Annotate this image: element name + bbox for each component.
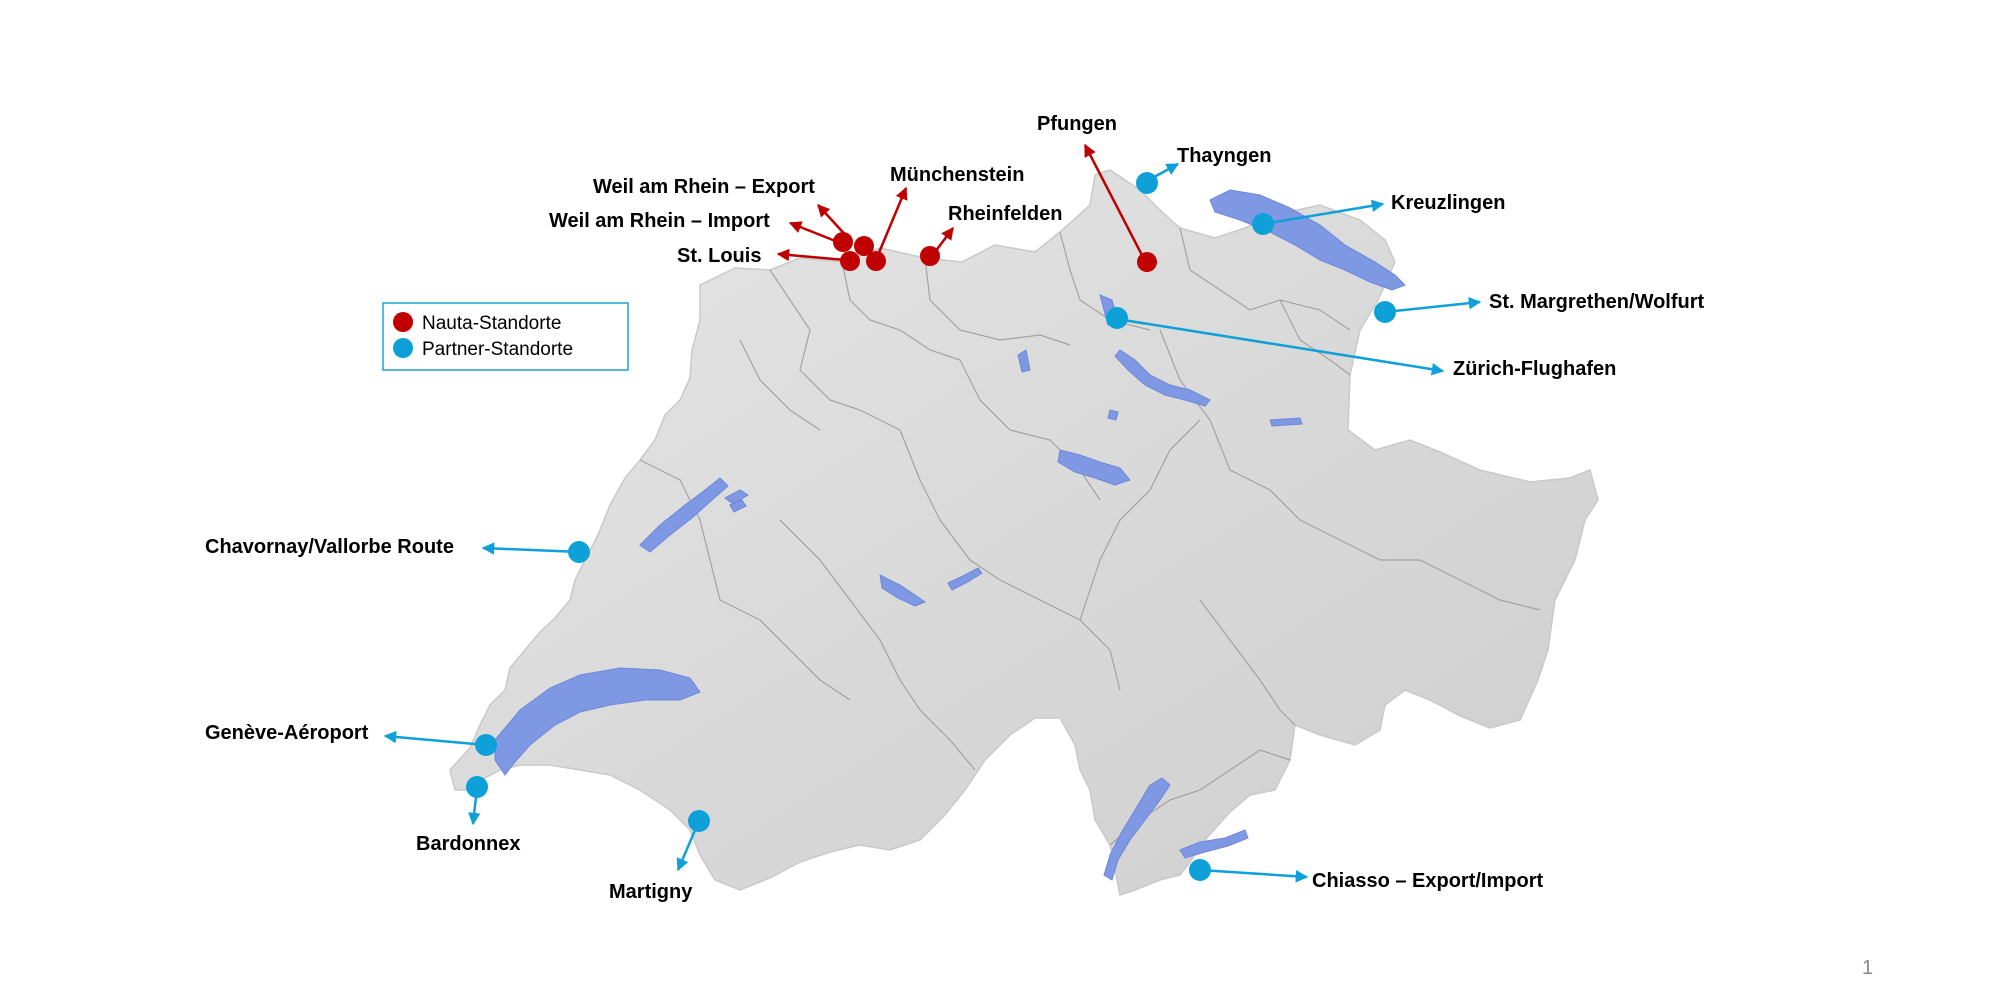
lake-neuchatel [639,477,729,553]
arrow-geneve [383,730,487,747]
site-labels: Pfungen Thayngen Weil am Rhein – Export … [205,113,1705,903]
arrow-st-margrethen [1384,296,1482,314]
label-kreuzlingen: Kreuzlingen [1391,192,1505,214]
arrow-st-louis [776,248,846,262]
marker-weil-export [833,232,853,252]
label-st-margrethen: St. Margrethen/Wolfurt [1489,291,1705,313]
arrow-kreuzlingen [1262,199,1385,226]
page-number: 1 [1862,957,1873,979]
label-muenchenstein: Münchenstein [890,164,1024,186]
label-zurich: Zürich-Flughafen [1453,358,1616,380]
label-bardonnex: Bardonnex [416,833,520,855]
lake-lugano [1179,829,1249,859]
lake-maggiore [1103,777,1171,881]
canton-borders [639,227,1541,846]
marker-weil-import [854,236,874,256]
lake-geneva [494,667,701,776]
marker-chavornay [568,541,590,563]
marker-kreuzlingen [1252,213,1274,235]
lake-biel [724,489,749,505]
marker-zurich [1106,307,1128,329]
label-weil-export: Weil am Rhein – Export [593,176,815,198]
label-pfungen: Pfungen [1037,113,1117,135]
lake-zurich [1114,349,1211,407]
marker-st-louis [840,251,860,271]
site-markers [466,172,1396,881]
marker-chiasso [1189,859,1211,881]
label-chavornay: Chavornay/Vallorbe Route [205,536,454,558]
legend-nauta-label: Nauta-Standorte [422,313,561,334]
marker-thayngen [1136,172,1158,194]
arrow-chavornay [481,542,581,555]
label-chiasso: Chiasso – Export/Import [1312,870,1543,892]
legend: Nauta-Standorte Partner-Standorte [382,302,629,371]
legend-nauta-dot [393,312,413,332]
lake-thun [879,574,927,607]
label-thayngen: Thayngen [1177,145,1271,167]
arrow-weil-import [788,221,839,244]
label-st-louis: St. Louis [677,245,761,267]
marker-bardonnex [466,776,488,798]
marker-muenchenstein [866,251,886,271]
marker-martigny [688,810,710,832]
label-weil-import: Weil am Rhein – Import [549,210,770,232]
switzerland-land [449,169,1599,896]
arrow-chiasso [1199,868,1309,883]
arrow-pfungen [1083,143,1147,262]
label-martigny: Martigny [609,881,693,903]
marker-pfungen [1137,252,1157,272]
legend-partner-label: Partner-Standorte [422,339,573,360]
legend-partner-dot [393,338,413,358]
arrow-zurich [1116,317,1445,376]
lake-lucerne [1057,449,1131,486]
lake-brienz [947,567,983,591]
marker-rheinfelden [920,246,940,266]
legend-box [382,302,629,371]
label-geneve: Genève-Aéroport [205,722,369,744]
marker-geneve [475,734,497,756]
arrow-muenchenstein [876,186,908,256]
marker-st-margrethen [1374,301,1396,323]
label-rheinfelden: Rheinfelden [948,203,1062,225]
